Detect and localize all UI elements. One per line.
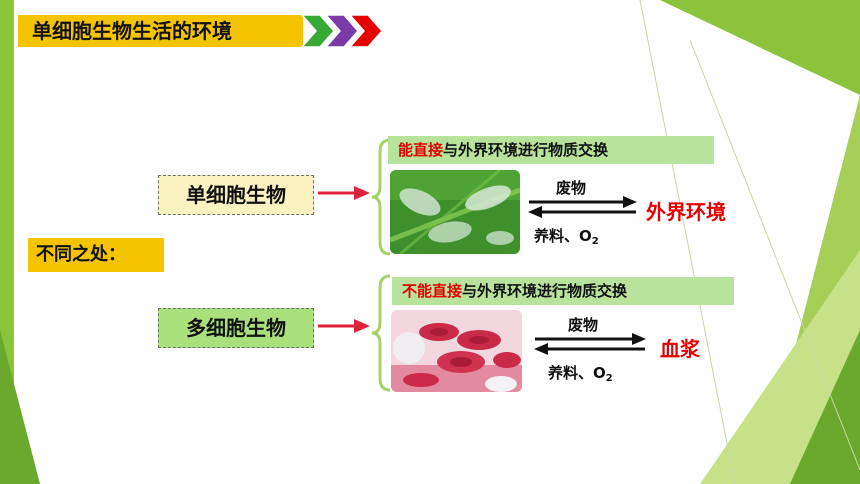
multicellular-waste-label: 废物 [568,316,599,334]
left-green-wedge [0,330,40,484]
unicellular-label: 单细胞生物 [158,175,314,215]
oxygen-subscript: 2 [605,373,613,384]
external-environment-label: 外界环境 [646,200,726,224]
multicellular-pointer-arrow-icon [318,319,370,333]
decor-line-1 [639,0,736,484]
unicellular-pointer-arrow-icon [318,186,370,200]
banner-text: 与外界环境进行物质交换 [443,141,609,159]
banner-text: 与外界环境进行物质交换 [462,282,628,300]
banner-emphasis: 能直接 [398,141,444,159]
nutrient-text: 养料、O [534,227,592,245]
right-green-dark [790,330,860,484]
multicellular-nutrient-label: 养料、O2 [548,362,613,384]
chevrons-icon [300,14,383,48]
plasma-label: 血浆 [660,337,700,361]
unicellular-brace-icon [371,138,391,256]
multicellular-exchange-banner: 不能直接与外界环境进行物质交换 [392,277,734,305]
right-green-top [660,0,860,95]
multicellular-exchange-arrows-icon [534,333,646,355]
paramecium-image [390,170,520,254]
banner-emphasis: 不能直接 [402,282,463,300]
unicellular-exchange-banner: 能直接与外界环境进行物质交换 [388,136,714,164]
nutrient-text: 养料、O [548,364,606,382]
difference-label: 不同之处： [28,238,164,272]
unicellular-nutrient-label: 养料、O2 [534,225,599,247]
multicellular-brace-icon [371,274,391,392]
unicellular-waste-label: 废物 [556,179,587,197]
multicellular-label: 多细胞生物 [158,308,314,348]
oxygen-subscript: 2 [591,236,599,247]
decor-line-2 [689,39,860,471]
unicellular-exchange-arrows-icon [528,196,637,218]
slide-title: 单细胞生物生活的环境 [18,15,303,47]
blood-cells-image [391,310,522,392]
